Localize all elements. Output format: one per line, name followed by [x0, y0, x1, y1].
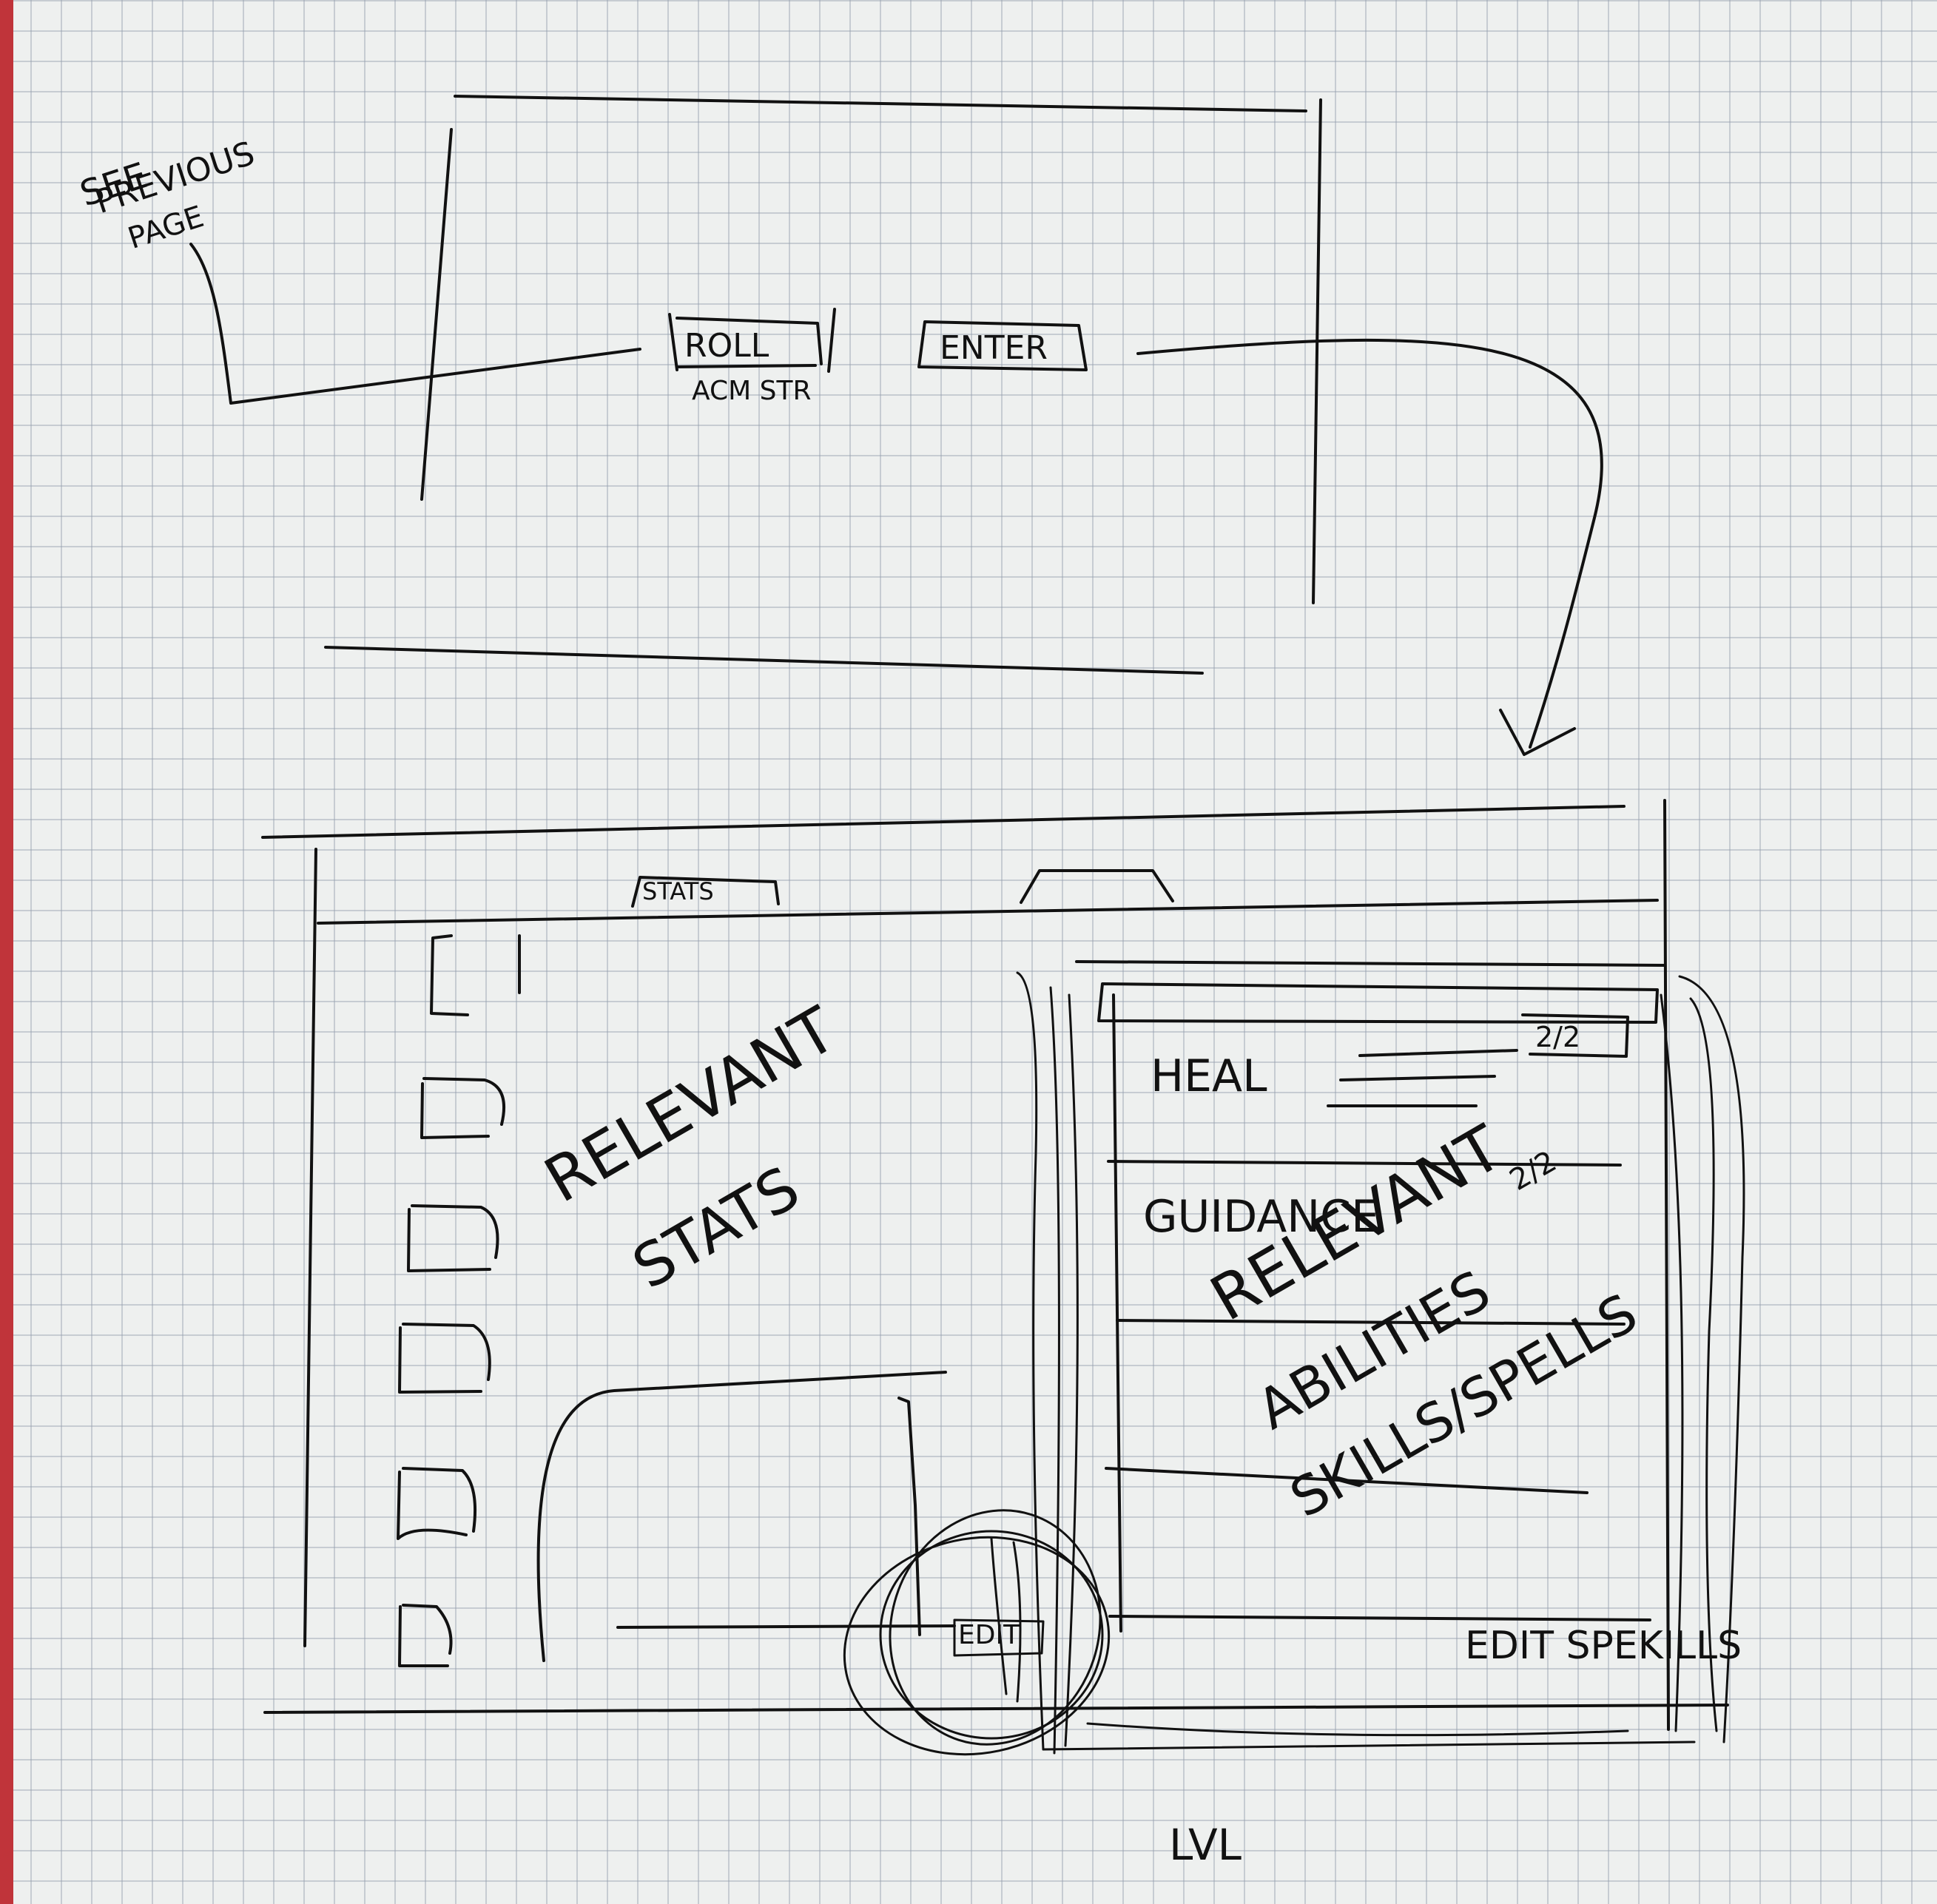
stat-boxes	[397, 934, 521, 1667]
screen-one-frame	[324, 95, 1322, 675]
ability-panel	[1075, 960, 1666, 1633]
ability-item-guidance[interactable]: GUIDANCE	[1143, 1191, 1379, 1243]
level-label: LVL	[1169, 1820, 1242, 1870]
roll-caption: ACM STR	[692, 376, 812, 406]
flow-arrowhead	[1499, 709, 1576, 756]
scroll-scribbles	[1016, 971, 1745, 1755]
screen-two-frame	[261, 799, 1729, 1731]
flow-arrow	[1136, 338, 1603, 749]
edit-button[interactable]: EDIT	[958, 1620, 1020, 1650]
notebook-margin	[0, 0, 13, 1904]
tab-stats[interactable]: STATS	[642, 877, 714, 905]
stats-panel-outline	[536, 1371, 947, 1662]
enter-button[interactable]: ENTER	[940, 329, 1048, 367]
note-leader-line	[189, 243, 641, 405]
roll-button[interactable]: ROLL	[684, 327, 769, 365]
tab-second-outline	[1020, 869, 1174, 904]
stats-panel-handle	[897, 1397, 921, 1636]
edit-skills-link[interactable]: EDIT SPEKILLS	[1465, 1624, 1742, 1668]
tab-stats-outline	[631, 876, 780, 908]
ability-item-heal[interactable]: HEAL	[1151, 1050, 1267, 1102]
edit-circle-scribble	[843, 1509, 1111, 1756]
ability-list-counter: 2/2	[1535, 1021, 1581, 1053]
stats-panel-bottom	[616, 1624, 956, 1629]
screen-one-buttons	[668, 308, 1088, 373]
